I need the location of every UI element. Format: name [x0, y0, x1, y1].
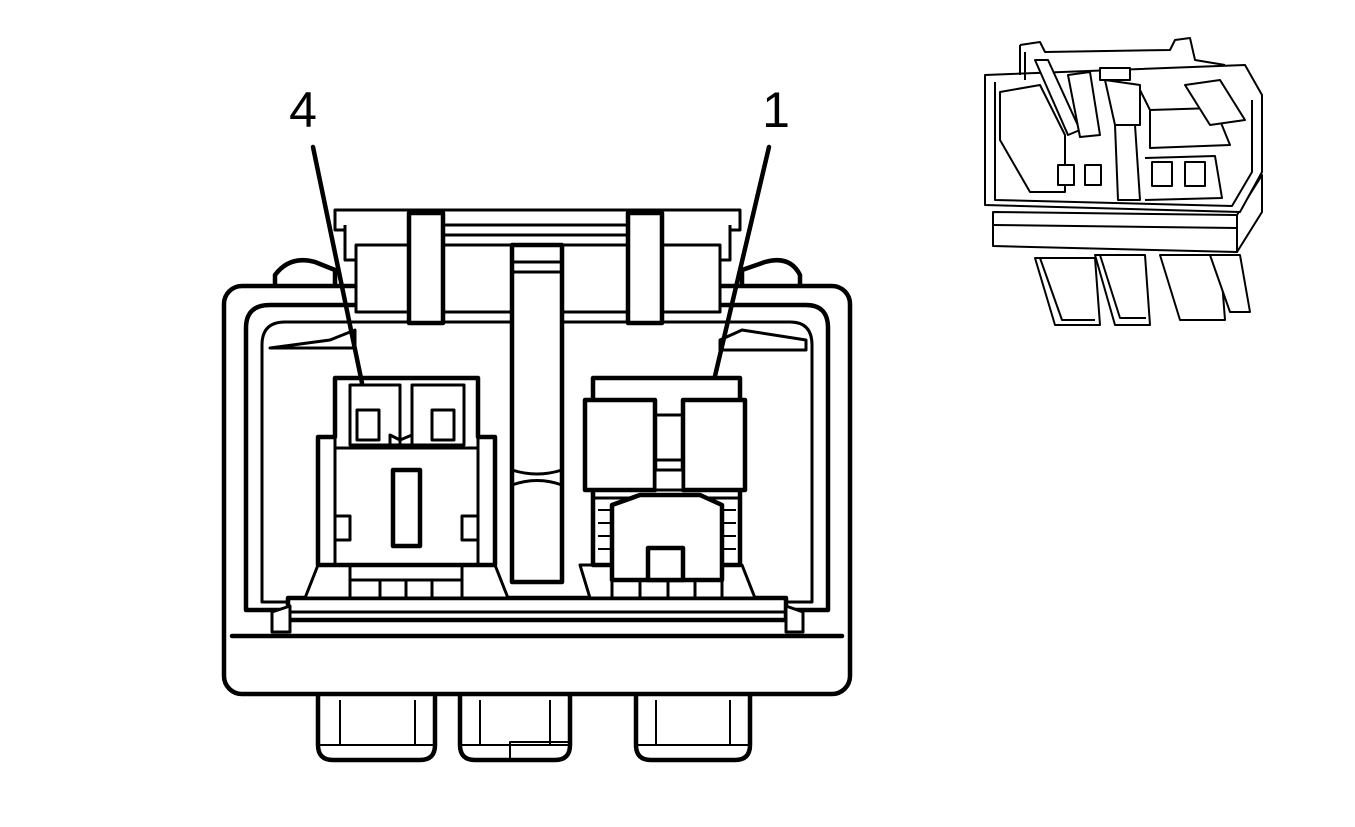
pin-label-1: 1 [762, 82, 790, 138]
right-mounting-ear [739, 257, 803, 293]
retainer-tab-left [406, 210, 446, 326]
terminal-cavity-pin-4 [303, 375, 510, 600]
left-mounting-ear [272, 257, 338, 293]
retainer-tab-right [625, 210, 665, 326]
leader-line-pin-1 [712, 144, 772, 379]
terminal-cavity-pin-1 [578, 375, 757, 600]
leader-line-pin-4 [310, 144, 365, 386]
bottom-terminal-lugs [315, 687, 753, 763]
pin-label-4: 4 [289, 82, 317, 138]
connector-isometric-view [984, 37, 1263, 326]
center-key-post [509, 242, 565, 585]
connector-face-view: 4 1 [221, 82, 853, 763]
